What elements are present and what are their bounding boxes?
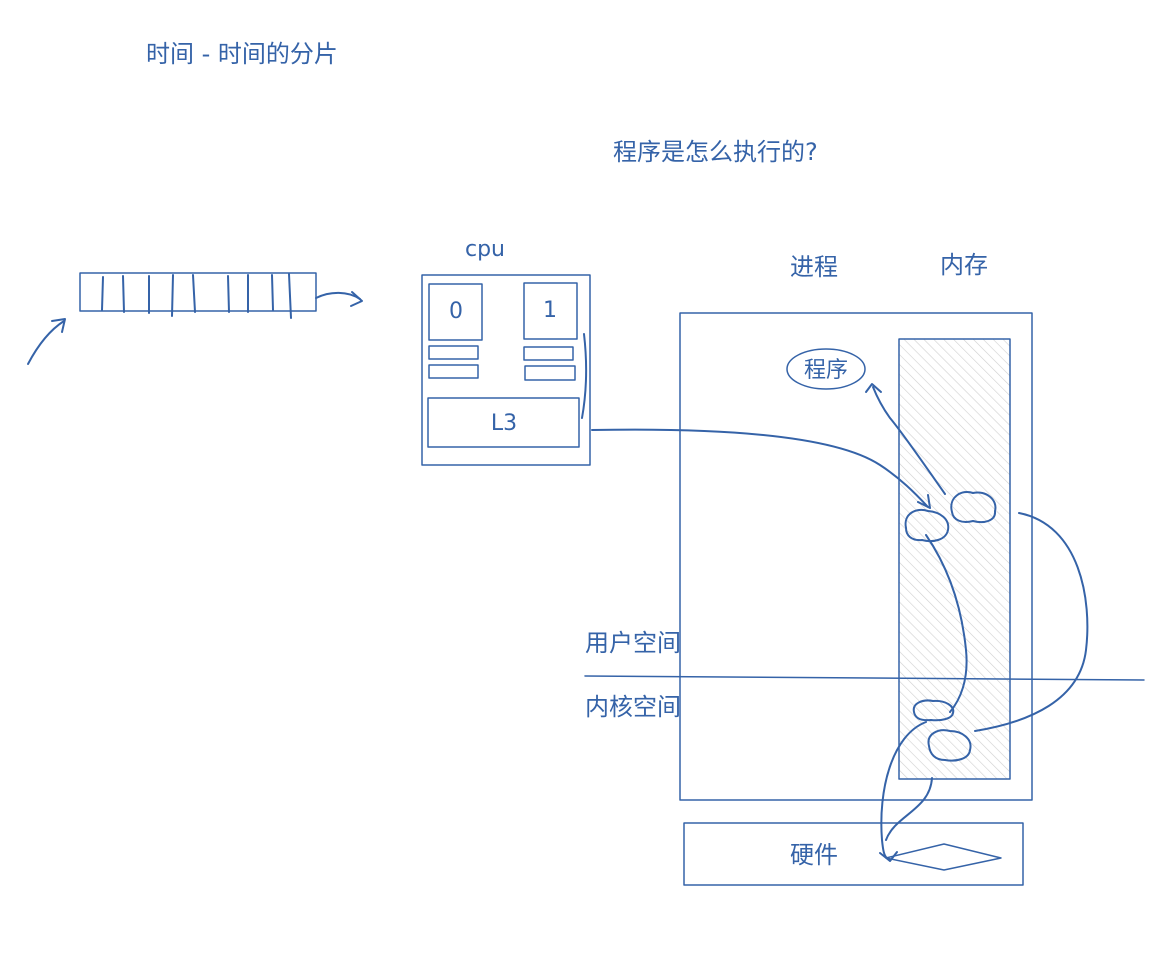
memory-blob-upper-right xyxy=(950,491,997,524)
cpu-label: cpu xyxy=(465,237,505,262)
memory-blob-upper-left xyxy=(904,509,950,543)
user-kernel-divider xyxy=(584,675,1145,681)
outgoing-arrow-head xyxy=(350,291,363,307)
core-0-label: 0 xyxy=(449,299,463,324)
memory-blob-lower-right xyxy=(927,729,972,762)
question-title: 程序是怎么执行的? xyxy=(613,138,818,166)
l3-label: L3 xyxy=(491,411,517,436)
program-label: 程序 xyxy=(804,358,848,383)
l3-to-memory-curve xyxy=(591,428,929,508)
core-1-cache-b xyxy=(524,365,576,381)
memory-to-program-arrowhead xyxy=(865,383,882,393)
time-slice-ticks xyxy=(101,273,292,319)
core-1-connector xyxy=(581,333,588,419)
memory-column xyxy=(898,338,1011,780)
user-space-label: 用户空间 xyxy=(585,629,681,657)
hardware-label: 硬件 xyxy=(790,841,838,869)
kernel-space-label: 内核空间 xyxy=(585,693,681,721)
memory-to-program-curve xyxy=(872,386,946,495)
process-box xyxy=(679,312,1033,801)
memory-blob-lower-left xyxy=(912,699,955,722)
hardware-arrowhead xyxy=(879,851,898,862)
l3-to-memory-arrowhead xyxy=(917,494,931,509)
memory-label: 内存 xyxy=(940,251,988,279)
core-1-label: 1 xyxy=(543,298,557,323)
cpu-box xyxy=(421,274,591,466)
program-ellipse xyxy=(786,348,866,390)
kernel-to-hardware-curve xyxy=(880,721,927,859)
process-label: 进程 xyxy=(790,253,838,281)
kernel-return-curve xyxy=(974,512,1089,732)
core-0-cache-a xyxy=(428,345,479,360)
time-slice-title: 时间 - 时间的分片 xyxy=(146,40,338,68)
user-to-kernel-curve xyxy=(925,534,968,713)
core-1-box xyxy=(523,282,578,340)
incoming-arrow xyxy=(27,320,65,365)
incoming-arrow-head xyxy=(51,318,66,333)
hardware-box xyxy=(683,822,1024,886)
core-0-box xyxy=(428,283,483,341)
time-slice-bar xyxy=(79,272,317,312)
core-0-cache-b xyxy=(428,364,479,379)
core-1-cache-a xyxy=(523,346,574,361)
l3-box xyxy=(427,397,580,448)
blob-to-hardware-curve xyxy=(885,777,933,841)
hardware-device xyxy=(885,843,1002,871)
